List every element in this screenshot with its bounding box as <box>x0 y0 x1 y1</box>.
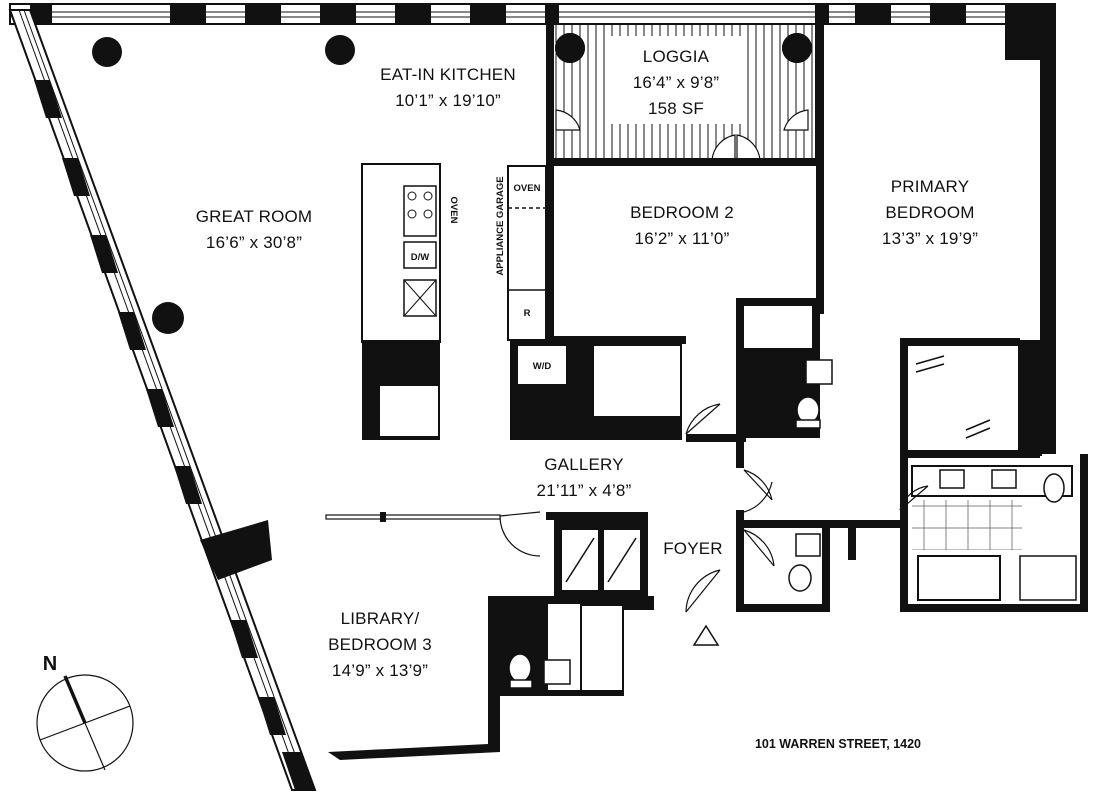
great-room-dims: 16’6” x 30’8” <box>206 233 302 252</box>
primary-name-line1: PRIMARY <box>891 177 970 196</box>
kitchen-island-fixtures <box>403 185 437 317</box>
gallery-name: GALLERY <box>544 455 624 474</box>
library-name-line2: BEDROOM 3 <box>328 635 432 654</box>
north-window-wall <box>9 3 1056 60</box>
compass-north-label: N <box>43 653 57 675</box>
kitchen-name: EAT-IN KITCHEN <box>380 65 516 84</box>
north-arrow-icon <box>63 675 87 724</box>
loggia-area: 158 SF <box>648 99 704 118</box>
compass: N <box>36 653 134 772</box>
loggia-dims: 16’4” x 9’8” <box>633 73 720 92</box>
sliding-partition <box>325 512 501 522</box>
loggia-area <box>547 23 817 161</box>
bath-fixtures <box>508 359 1065 689</box>
appliance-wall <box>507 165 547 341</box>
door-swings <box>499 403 929 613</box>
gallery-dims: 21’11” x 4’8” <box>537 481 632 500</box>
island-oven-label: OVEN <box>448 197 459 224</box>
oven-label: OVEN <box>514 183 541 194</box>
bedroom2-dims: 16’2” x 11’0” <box>635 229 730 248</box>
address-label: 101 WARREN STREET, 1420 <box>755 737 921 751</box>
dishwasher-label: D/W <box>411 252 430 263</box>
appliance-garage-label: APPLIANCE GARAGE <box>495 176 506 275</box>
foyer-name: FOYER <box>663 539 723 558</box>
primary-dims: 13’3” x 19’9” <box>882 229 978 248</box>
primary-name-line2: BEDROOM <box>885 203 974 222</box>
bedroom2-name: BEDROOM 2 <box>630 203 734 222</box>
refrigerator-label: R <box>524 308 531 319</box>
loggia-name: LOGGIA <box>643 47 710 66</box>
entry-arrow-icon <box>692 624 720 646</box>
great-room-name: GREAT ROOM <box>196 207 313 226</box>
washer-dryer-label: W/D <box>533 361 552 372</box>
west-window-wall <box>8 9 317 791</box>
closet-rods <box>565 355 991 583</box>
kitchen-dims: 10’1” x 19’10” <box>395 91 501 110</box>
library-name-line1: LIBRARY/ <box>341 609 420 628</box>
library-dims: 14’9” x 13’9” <box>332 661 428 680</box>
